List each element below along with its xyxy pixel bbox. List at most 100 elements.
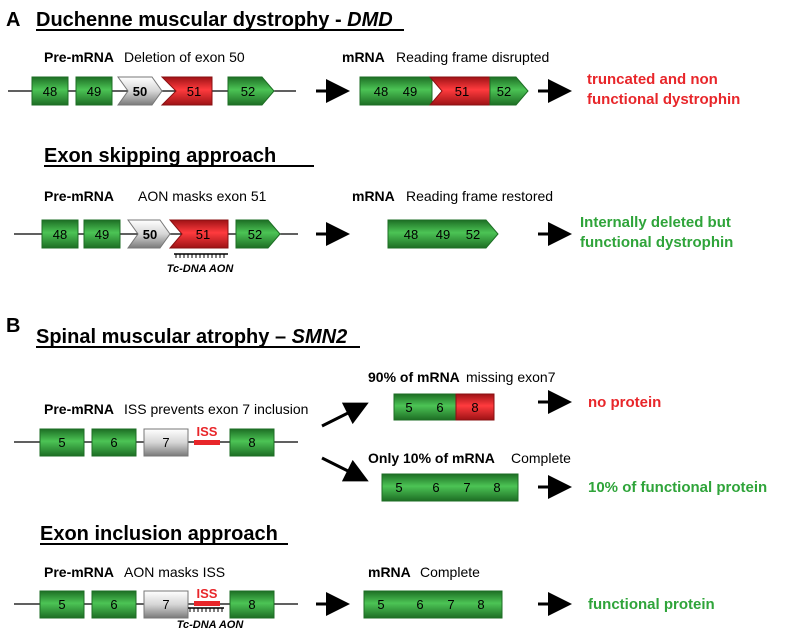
- svg-text:49: 49: [95, 227, 109, 242]
- a-subtitle: Exon skipping approach: [44, 145, 276, 167]
- svg-text:48: 48: [43, 84, 57, 99]
- a2-mrna-exon-52: 52: [466, 227, 480, 242]
- b1-iss-bar: [194, 440, 220, 445]
- b2-exon-5: 5: [39, 590, 85, 619]
- a2-aon-comb: [174, 253, 228, 258]
- panel-a-letter: A: [6, 9, 20, 31]
- b1-outcome-bottom: 10% of functional protein: [588, 479, 767, 496]
- panel-a-title: Duchenne muscular dystrophy - DMD: [36, 9, 393, 31]
- b2-mrna-exon-8: 8: [477, 597, 484, 612]
- b2-mrna-exon-7: 7: [447, 597, 454, 612]
- b1-mrna-bottom-exon-5: 5: [395, 480, 402, 495]
- b2-mrna-label: mRNA: [368, 564, 411, 580]
- b2-pre-desc: AON masks ISS: [124, 564, 225, 580]
- a2-exon-50: 50: [127, 219, 171, 249]
- a2-exon-51: 51: [168, 219, 229, 249]
- a1-mrna-bar: 48 49 51 52: [359, 76, 529, 106]
- a2-pre-desc: AON masks exon 51: [138, 188, 267, 204]
- panel-b-letter: B: [6, 315, 20, 337]
- b2-iss-label: ISS: [197, 586, 218, 601]
- a1-exon-48: 48: [31, 76, 69, 106]
- a1-mrna-exon-51: 51: [455, 84, 469, 99]
- b1-mrna-bottom-label: Only 10% of mRNA: [368, 450, 495, 466]
- b1-mrna-top-desc: missing exon7: [466, 369, 556, 385]
- a2-mrna-exon-48: 48: [404, 227, 418, 242]
- a2-outcome-line1: Internally deleted but: [580, 214, 731, 231]
- svg-text:8: 8: [248, 435, 255, 450]
- a1-exon-51: 51: [160, 76, 213, 106]
- b1-pre-desc: ISS prevents exon 7 inclusion: [124, 401, 308, 417]
- b1-mrna-top-label: 90% of mRNA: [368, 369, 460, 385]
- b2-mrna-bar: 5 6 7 8: [363, 590, 503, 619]
- b1-exon-5: 5: [39, 428, 85, 457]
- svg-text:51: 51: [196, 227, 210, 242]
- b1-pre-label: Pre-mRNA: [44, 401, 114, 417]
- svg-text:50: 50: [133, 84, 147, 99]
- svg-text:52: 52: [248, 227, 262, 242]
- svg-text:6: 6: [110, 597, 117, 612]
- a1-mrna-exon-52: 52: [497, 84, 511, 99]
- b2-iss-bar: [194, 601, 220, 606]
- a1-pre-label: Pre-mRNA: [44, 49, 114, 65]
- b2-exon-6: 6: [91, 590, 137, 619]
- a2-mrna-label: mRNA: [352, 188, 395, 204]
- a2-outcome-line2: functional dystrophin: [580, 234, 733, 251]
- b2-mrna-desc: Complete: [420, 564, 480, 580]
- b1-iss-label: ISS: [197, 424, 218, 439]
- b1-mrna-bottom-exon-8: 8: [493, 480, 500, 495]
- b1-exon-7: 7: [143, 428, 189, 457]
- b2-exon-8: 8: [229, 590, 275, 619]
- panel-b-title: Spinal muscular atrophy – SMN2: [36, 326, 347, 348]
- panel-b-title-plain: Spinal muscular atrophy –: [36, 326, 292, 348]
- svg-text:52: 52: [241, 84, 255, 99]
- a2-mrna-bar: 48 49 52: [387, 219, 499, 249]
- svg-text:51: 51: [187, 84, 201, 99]
- a1-mrna-desc: Reading frame disrupted: [396, 49, 549, 65]
- b2-pre-label: Pre-mRNA: [44, 564, 114, 580]
- a1-exon-50: 50: [117, 76, 163, 106]
- b1-arrow-up: [321, 402, 369, 428]
- b2-exon-7: 7: [143, 590, 189, 619]
- a1-exon-49: 49: [75, 76, 113, 106]
- a2-aon-label: Tc-DNA AON: [167, 263, 235, 275]
- b2-mrna-exon-5: 5: [377, 597, 384, 612]
- b1-mrna-top-exon-8: 8: [471, 400, 478, 415]
- svg-text:49: 49: [87, 84, 101, 99]
- b1-mrna-bottom-exon-7: 7: [463, 480, 470, 495]
- panel-b-title-italic: SMN2: [292, 326, 348, 348]
- a1-mrna-exon-48: 48: [374, 84, 388, 99]
- a2-mrna-desc: Reading frame restored: [406, 188, 553, 204]
- a1-pre-desc: Deletion of exon 50: [124, 49, 245, 65]
- svg-text:50: 50: [143, 227, 157, 242]
- a2-pre-label: Pre-mRNA: [44, 188, 114, 204]
- b1-exon-6: 6: [91, 428, 137, 457]
- b2-aon-comb: [188, 607, 224, 612]
- a1-mrna-label: mRNA: [342, 49, 385, 65]
- b1-mrna-bottom-desc: Complete: [511, 450, 571, 466]
- svg-text:5: 5: [58, 597, 65, 612]
- panel-a-title-plain: Duchenne muscular dystrophy -: [36, 9, 347, 31]
- svg-text:7: 7: [162, 597, 169, 612]
- b1-mrna-bottom-bar: 5 6 7 8: [381, 473, 519, 502]
- b1-mrna-bottom-exon-6: 6: [432, 480, 439, 495]
- a1-exon-52: 52: [227, 76, 275, 106]
- b1-mrna-top-exon-5: 5: [405, 400, 412, 415]
- a1-mrna-exon-49: 49: [403, 84, 417, 99]
- a1-outcome-line1: truncated and non: [587, 71, 718, 88]
- b1-outcome-top: no protein: [588, 394, 661, 411]
- svg-text:8: 8: [248, 597, 255, 612]
- a2-exon-49: 49: [83, 219, 121, 249]
- b1-arrow-down: [321, 456, 369, 482]
- b1-exon-8: 8: [229, 428, 275, 457]
- b2-aon-label: Tc-DNA AON: [177, 619, 245, 631]
- svg-text:6: 6: [110, 435, 117, 450]
- svg-text:48: 48: [53, 227, 67, 242]
- b1-mrna-top-exon-6: 6: [436, 400, 443, 415]
- a2-mrna-exon-49: 49: [436, 227, 450, 242]
- b2-mrna-exon-6: 6: [416, 597, 423, 612]
- a2-exon-52: 52: [235, 219, 281, 249]
- b2-outcome: functional protein: [588, 596, 715, 613]
- svg-text:5: 5: [58, 435, 65, 450]
- a1-outcome-line2: functional dystrophin: [587, 91, 740, 108]
